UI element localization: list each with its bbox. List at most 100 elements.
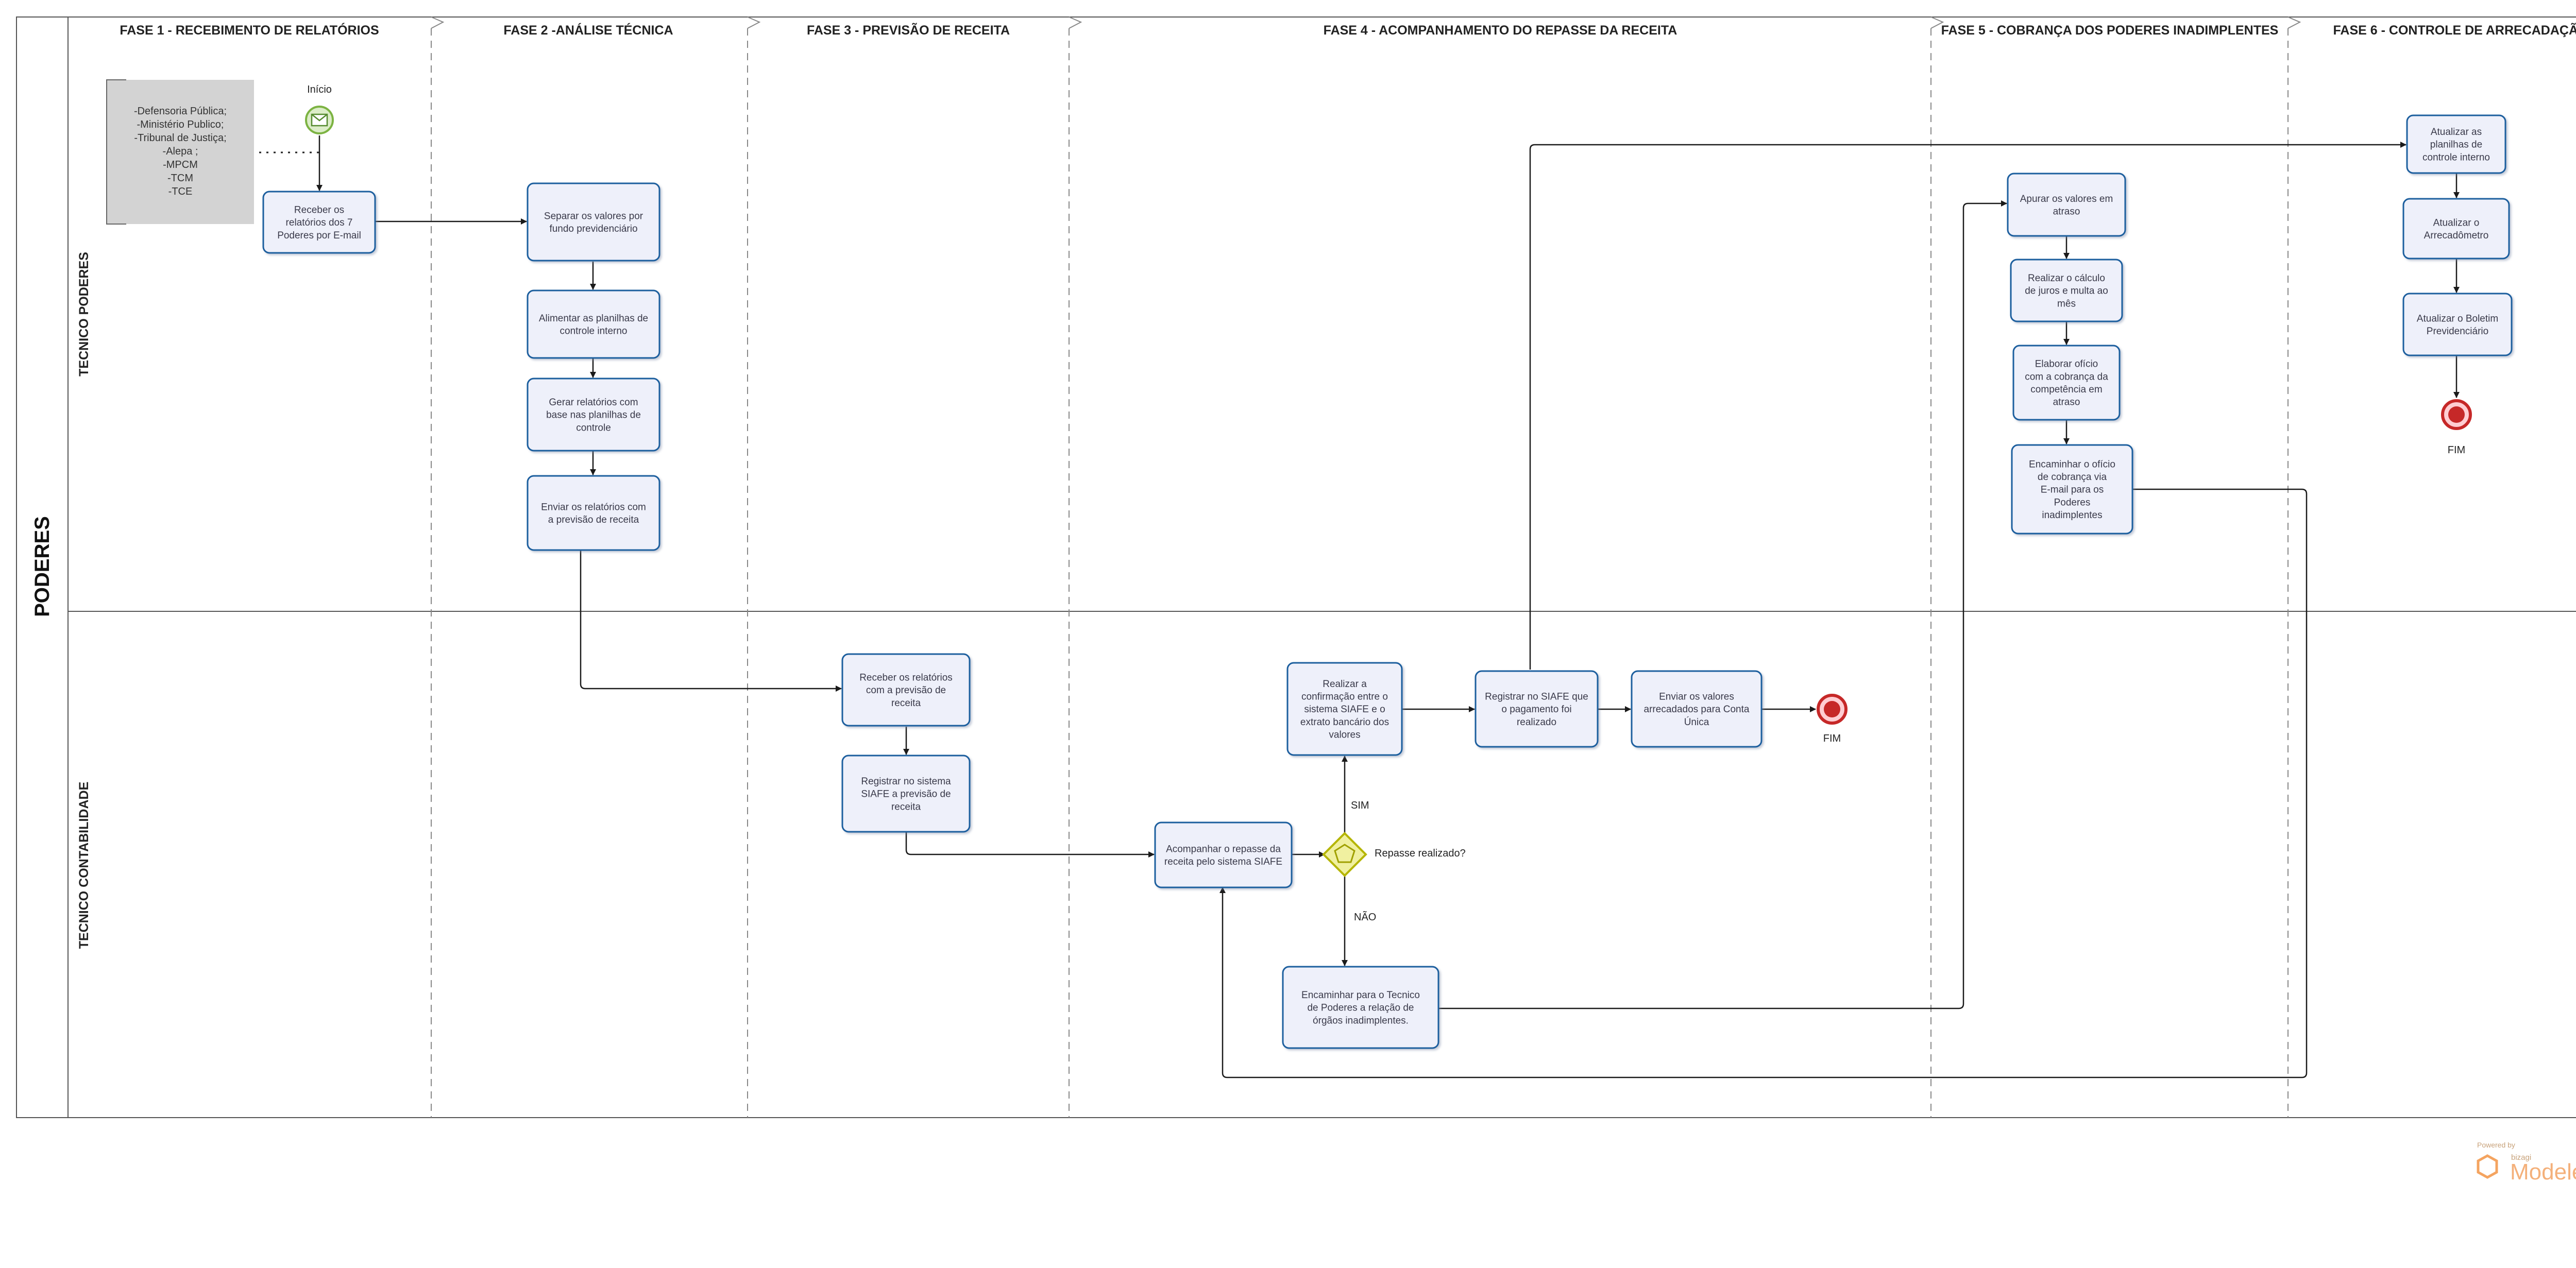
task-box[interactable] — [841, 653, 971, 727]
phase-title-4: FASE 4 - ACOMPANHAMENTO DO REPASSE DA RE… — [1324, 23, 1677, 38]
task-label-line: Receber os — [294, 204, 344, 215]
task-box[interactable] — [527, 378, 660, 452]
phase-title-6: FASE 6 - CONTROLE DE ARRECADAÇÃO — [2333, 22, 2576, 38]
task-label-line: com a previsão de — [866, 685, 946, 696]
task-box[interactable] — [2406, 114, 2506, 174]
task-label-line: base nas planilhas de — [546, 410, 641, 421]
task-box[interactable] — [2007, 173, 2126, 237]
task-label-line: competência em — [2030, 384, 2102, 395]
task-label-line: Alimentar as planilhas de — [539, 313, 648, 324]
task-label-line: Realizar o cálculo — [2028, 273, 2105, 284]
task-label-line: receita — [891, 801, 921, 812]
task-label-line: Acompanhar o repasse da — [1166, 844, 1281, 854]
task-label-line: Enviar os relatórios com — [541, 502, 646, 512]
lane-title-tecnico-poderes: TECNICO PODERES — [77, 252, 91, 376]
task-box[interactable] — [1282, 966, 1439, 1049]
note-line: -MPCM — [163, 159, 198, 170]
task-label-line: Elaborar ofício — [2035, 359, 2098, 370]
task-box[interactable] — [527, 475, 660, 551]
task-label-line: receita pelo sistema SIAFE — [1164, 856, 1282, 867]
task-box[interactable] — [527, 289, 660, 359]
gateway-label: Repasse realizado? — [1375, 848, 1466, 859]
task-receber-relatorios-previsao[interactable]: Receber os relatórios com a previsão de re… — [841, 653, 971, 727]
task-registrar-pagamento[interactable]: Registrar no SIAFE que o pagamento foi rea… — [1475, 670, 1599, 748]
task-acompanhar-repasse[interactable]: Acompanhar o repasse da receita pelo sist… — [1154, 821, 1293, 888]
task-encaminhar-tecnico[interactable]: Encaminhar para o Tecnico de Poderes a re… — [1282, 966, 1439, 1049]
task-label-line: Realizar a — [1323, 679, 1367, 690]
end-event-2 — [2441, 399, 2472, 430]
task-label-line: sistema SIAFE e o — [1304, 704, 1385, 715]
task-box[interactable] — [1154, 821, 1293, 888]
task-box[interactable] — [1475, 670, 1599, 748]
phase-title-1: FASE 1 - RECEBIMENTO DE RELATÓRIOS — [120, 22, 379, 38]
task-label-line: atraso — [2053, 397, 2080, 408]
task-box[interactable] — [527, 182, 660, 262]
task-label-line: Apurar os valores em — [2020, 194, 2113, 204]
envelope-icon — [311, 113, 328, 127]
task-label-line: valores — [1329, 730, 1360, 741]
task-label-line: controle interno — [560, 326, 628, 337]
task-box[interactable] — [2010, 259, 2123, 322]
phase-separators — [431, 16, 2301, 1118]
task-label-line: SIAFE a previsão de — [861, 789, 951, 800]
task-label-line: extrato bancário dos — [1300, 717, 1389, 728]
task-box[interactable] — [1286, 662, 1403, 756]
task-label-line: Registrar no SIAFE que — [1485, 691, 1588, 702]
task-label-line: fundo previdenciário — [549, 224, 637, 234]
task-box[interactable] — [2011, 444, 2133, 535]
start-event — [305, 106, 334, 134]
task-label-line: Encaminhar para o Tecnico — [1301, 990, 1420, 1001]
sequence-flows — [316, 135, 2460, 1078]
task-box[interactable] — [2402, 293, 2513, 356]
pool-title: PODERES — [31, 516, 54, 617]
task-box[interactable] — [1631, 670, 1762, 748]
task-alimentar-planilhas[interactable]: Alimentar as planilhas de controle intern… — [527, 289, 660, 359]
task-label-line: Poderes — [2054, 497, 2091, 508]
powered-by-text: Powered by — [2477, 1141, 2515, 1149]
phase-title-5: FASE 5 - COBRANÇA DOS PODERES INADIMPLEN… — [1941, 23, 2279, 38]
task-label-line: o pagamento foi — [1501, 704, 1571, 715]
task-box[interactable] — [2012, 345, 2121, 421]
task-label-line: Receber os relatórios — [859, 672, 953, 683]
lane-title-tecnico-contabilidade: TECNICO CONTABILIDADE — [77, 782, 91, 949]
task-box[interactable] — [2402, 198, 2510, 260]
bizagi-modeler-logo: Powered by bizagi Modeler — [2477, 1141, 2576, 1185]
note-line: -Tribunal de Justiça; — [134, 132, 226, 144]
task-label-line: E-mail para os — [2041, 485, 2104, 495]
task-label-line: com a cobrança da — [2025, 371, 2108, 382]
task-box[interactable] — [841, 755, 971, 833]
product-text: Modeler — [2510, 1159, 2576, 1185]
task-label-line: de Poderes a relação de — [1307, 1003, 1414, 1014]
note-line: -Ministério Publico; — [137, 119, 224, 130]
task-label-line: Gerar relatórios com — [549, 397, 638, 408]
task-gerar-relatorios[interactable]: Gerar relatórios com base nas planilhas d… — [527, 378, 660, 452]
task-label-line: realizado — [1517, 717, 1556, 728]
phase-title-3: FASE 3 - PREVISÃO DE RECEITA — [807, 22, 1010, 38]
task-label-line: Enviar os valores — [1659, 691, 1734, 702]
task-label-line: confirmação entre o — [1301, 691, 1388, 702]
task-label-line: órgãos inadimplentes. — [1313, 1015, 1409, 1026]
task-box[interactable] — [262, 191, 376, 254]
note-line: -Defensoria Pública; — [134, 106, 227, 117]
gateway-repasse[interactable] — [1322, 832, 1367, 877]
pool-frame — [16, 16, 2576, 1118]
task-label-line: de cobrança via — [2038, 472, 2107, 483]
task-label-line: de juros e multa ao — [2025, 286, 2108, 297]
task-label-line: receita — [891, 698, 921, 709]
task-label-line: Atualizar o Boletim — [2417, 313, 2498, 324]
task-label-line: controle interno — [2422, 152, 2490, 163]
gateway-no-label: NÃO — [1354, 911, 1376, 923]
